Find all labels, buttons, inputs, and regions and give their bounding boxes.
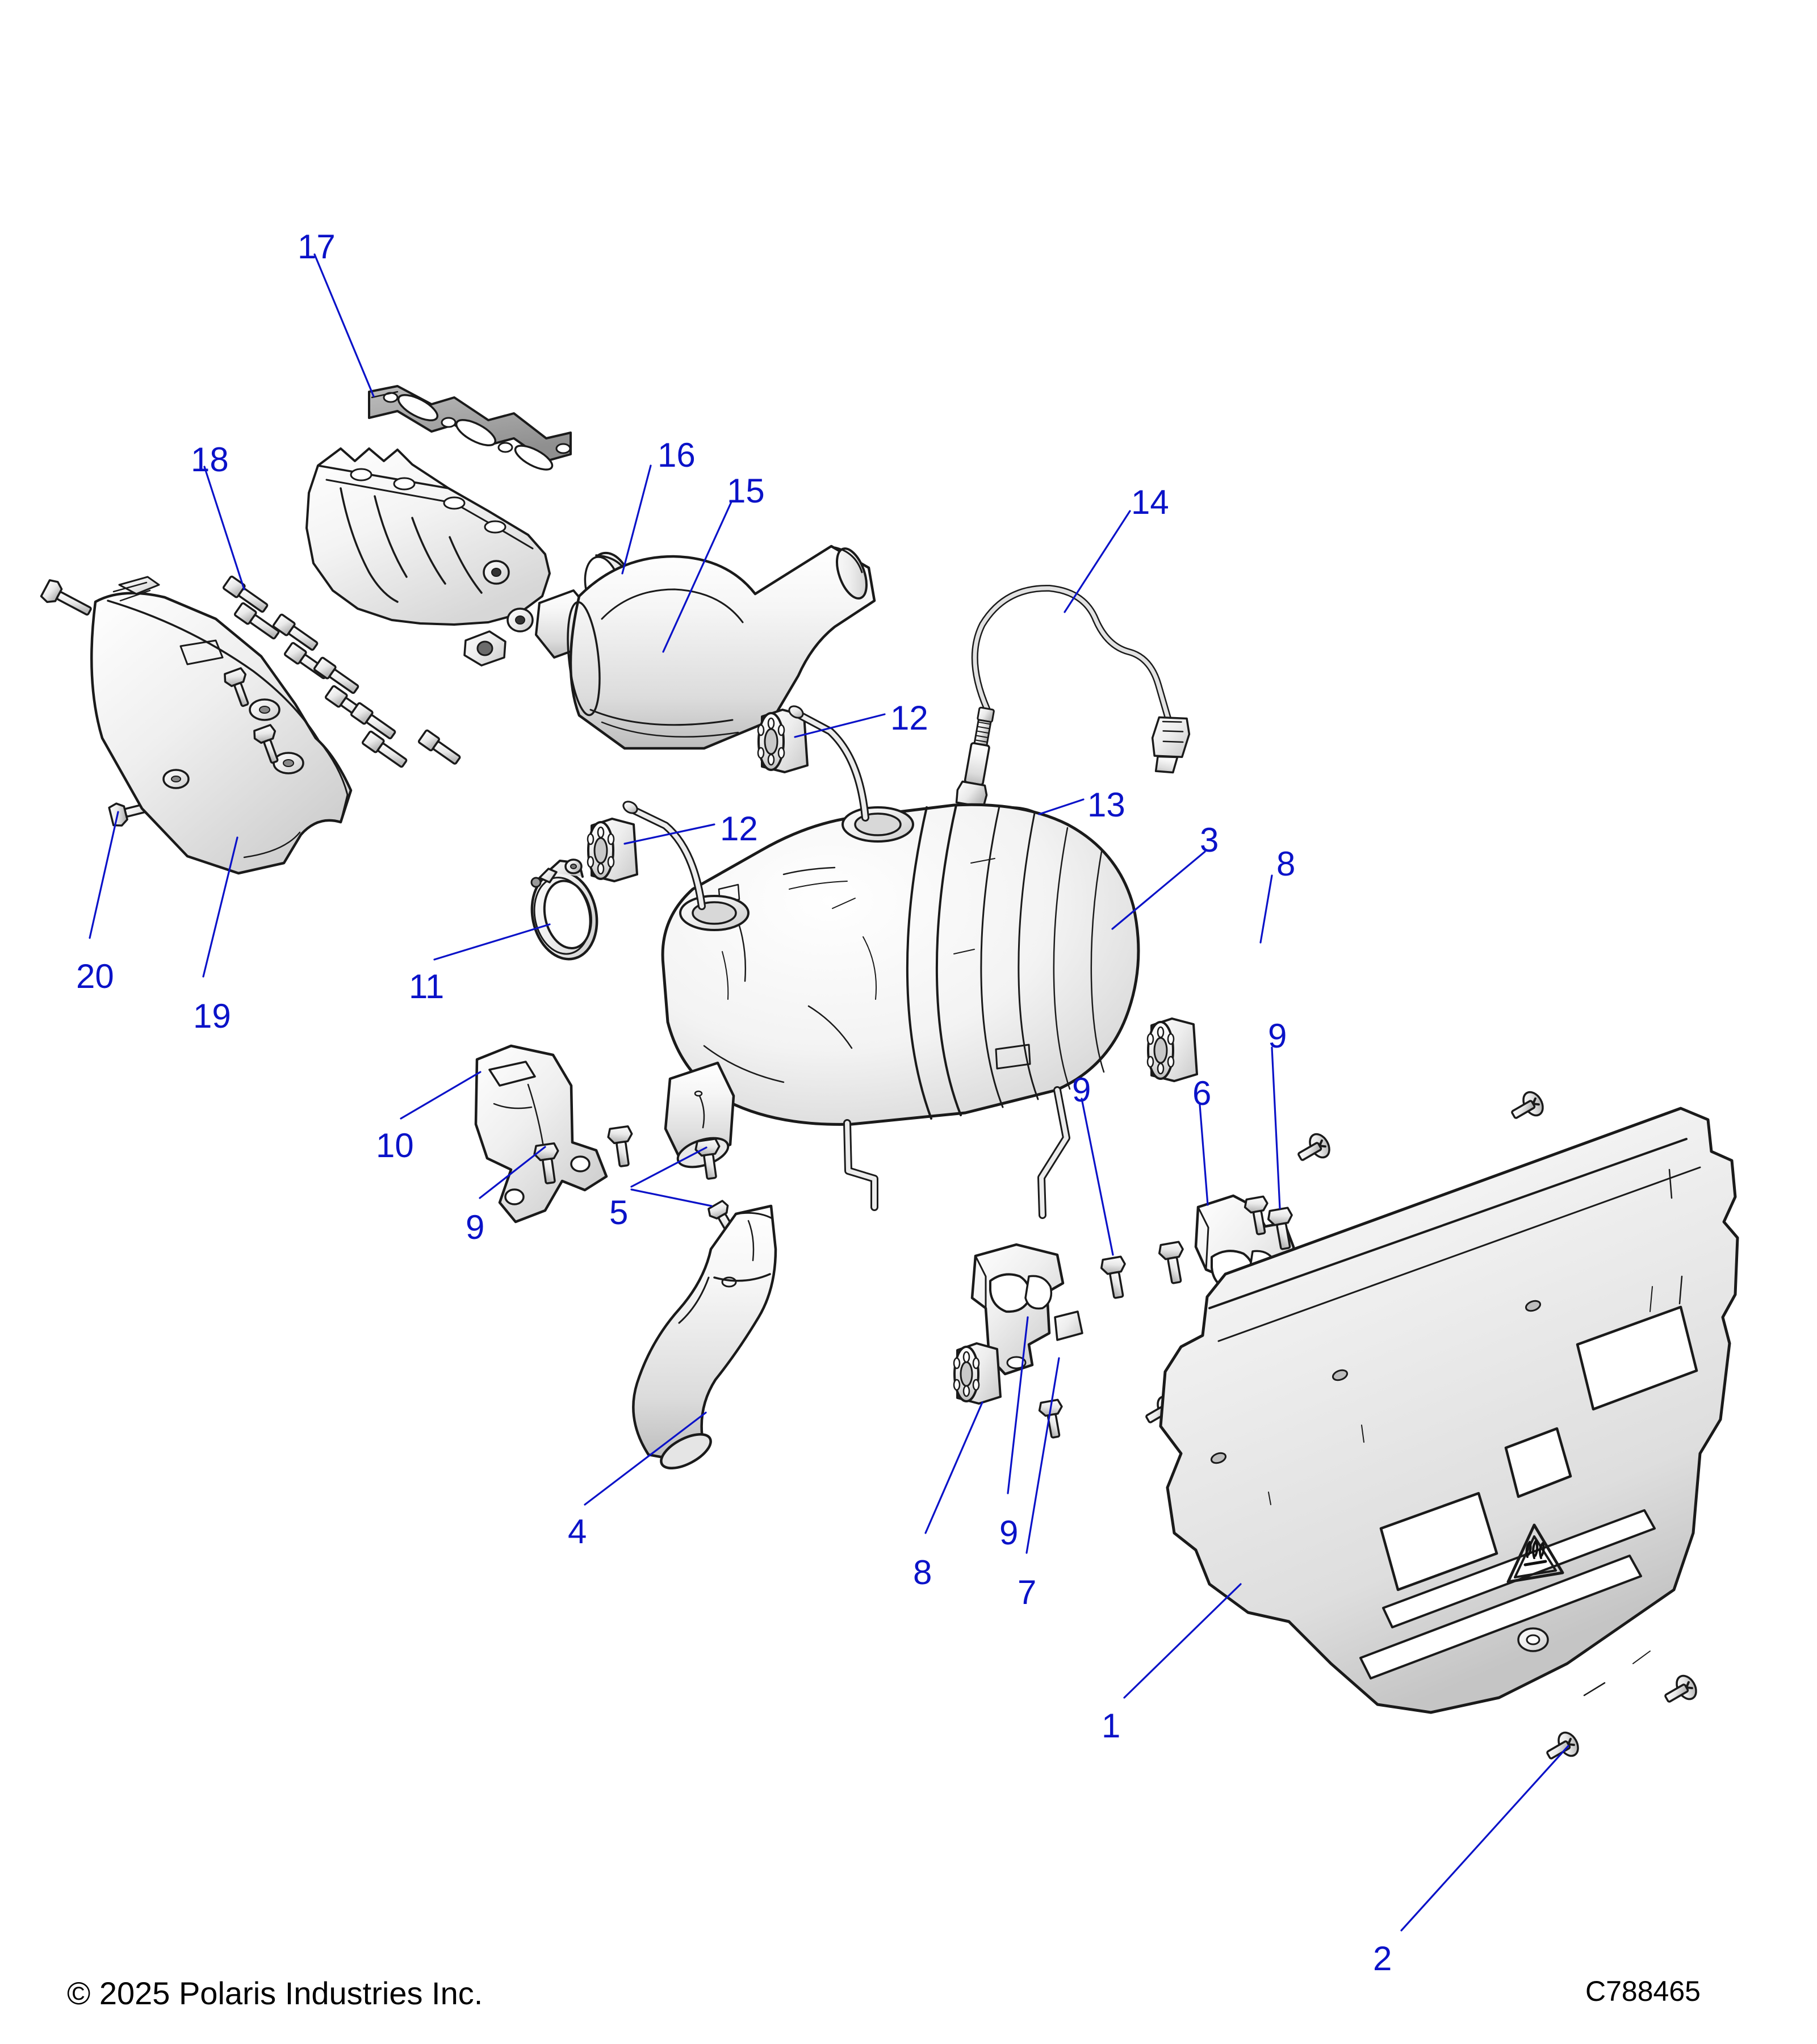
callout-muffler-bracket-rear: 6 xyxy=(1192,1074,1212,1112)
callout-leader-line xyxy=(479,1146,546,1199)
callout-sensor-washer: 13 xyxy=(1087,786,1125,824)
part-isolator-grommet-lower xyxy=(587,818,638,882)
callout-muffler-silencer: 3 xyxy=(1200,821,1219,859)
callout-leader-line xyxy=(1038,798,1085,815)
callout-oxygen-sensor: 14 xyxy=(1131,483,1169,521)
callout-exhaust-down-pipe: 15 xyxy=(727,472,765,510)
callout-heat-shield-panel: 1 xyxy=(1102,1707,1121,1745)
callout-heat-shield-nut: 20 xyxy=(76,957,114,995)
callout-tail-pipe: 4 xyxy=(568,1513,587,1551)
callout-leader-line xyxy=(1259,874,1273,944)
callout-leader-line xyxy=(1025,1357,1060,1554)
callout-leader-line xyxy=(202,836,238,978)
callout-leader-line xyxy=(662,501,732,653)
part-isolator-bushing-left xyxy=(953,1342,1002,1405)
callout-leader-line xyxy=(794,713,886,738)
callout-leader-line xyxy=(1111,851,1206,930)
part-v-band-clamp xyxy=(530,858,598,961)
callout-leader-line xyxy=(630,1146,707,1188)
callout-leader-line xyxy=(623,823,715,845)
callout-hex-flange-bolt: 9 xyxy=(466,1208,485,1246)
callout-isolator-grommet: 12 xyxy=(720,810,758,848)
callout-leader-line xyxy=(89,811,119,939)
part-heat-shield-panel xyxy=(1159,1107,1739,1714)
drawing-number: C788465 xyxy=(1585,1975,1701,2007)
callout-isolator-grommet: 12 xyxy=(890,699,928,737)
callout-leader-line xyxy=(1123,1583,1242,1699)
callout-manifold-bolt: 18 xyxy=(191,441,229,479)
callout-leader-line xyxy=(1199,1104,1209,1206)
part-oxygen-sensor xyxy=(955,584,1191,835)
callout-leader-line xyxy=(621,464,652,575)
part-muffler-silencer xyxy=(622,705,1140,1219)
callout-leader-line xyxy=(584,1411,707,1506)
callout-hex-flange-bolt: 9 xyxy=(999,1514,1019,1552)
part-muffler-support-bracket xyxy=(474,1044,608,1224)
callout-pipe-seal-ring: 16 xyxy=(658,436,696,474)
callout-leader-line xyxy=(1064,510,1131,613)
callout-manifold-heat-shield: 19 xyxy=(193,997,231,1035)
callout-leader-line xyxy=(203,466,245,590)
callout-leader-line xyxy=(1007,1316,1029,1494)
part-manifold-gasket xyxy=(368,385,572,471)
callout-leader-line xyxy=(1081,1098,1114,1256)
callout-hex-flange-bolt: 9 xyxy=(1268,1017,1287,1055)
callout-leader-line xyxy=(400,1071,482,1120)
part-manifold-heat-shield xyxy=(90,576,353,875)
callout-leader-line xyxy=(1271,1046,1281,1209)
copyright-notice: © 2025 Polaris Industries Inc. xyxy=(67,1975,483,2011)
part-isolator-bushing-right xyxy=(1146,1017,1198,1082)
callout-leader-line xyxy=(433,923,551,961)
callout-muffler-support-bracket: 10 xyxy=(376,1126,414,1165)
callout-panel-screw: 2 xyxy=(1373,1940,1392,1978)
callout-v-band-clamp: 11 xyxy=(409,967,445,1006)
callout-leader-line xyxy=(924,1401,983,1534)
part-exhaust-down-pipe xyxy=(567,544,876,750)
callout-leader-line xyxy=(1400,1745,1569,1932)
hot-surface-warning-icon xyxy=(1506,1523,1564,1584)
callout-muffler-bracket-front: 7 xyxy=(1018,1573,1037,1611)
callout-isolator-bushing: 8 xyxy=(913,1553,932,1591)
part-muffler-bracket-front xyxy=(970,1243,1083,1376)
callout-leader-line xyxy=(630,1188,713,1207)
part-isolator-grommet-upper xyxy=(757,709,809,773)
callout-leader-line xyxy=(313,253,375,397)
part-bracket-bolts xyxy=(1038,1195,1293,1439)
part-tail-pipe xyxy=(632,1204,777,1470)
callout-manifold-gasket: 17 xyxy=(298,228,336,266)
callout-flange-bolt-5: 5 xyxy=(609,1193,629,1232)
part-exhaust-manifold xyxy=(305,447,593,667)
callout-isolator-bushing: 8 xyxy=(1276,845,1296,883)
callout-hex-flange-bolt: 9 xyxy=(1072,1071,1091,1109)
